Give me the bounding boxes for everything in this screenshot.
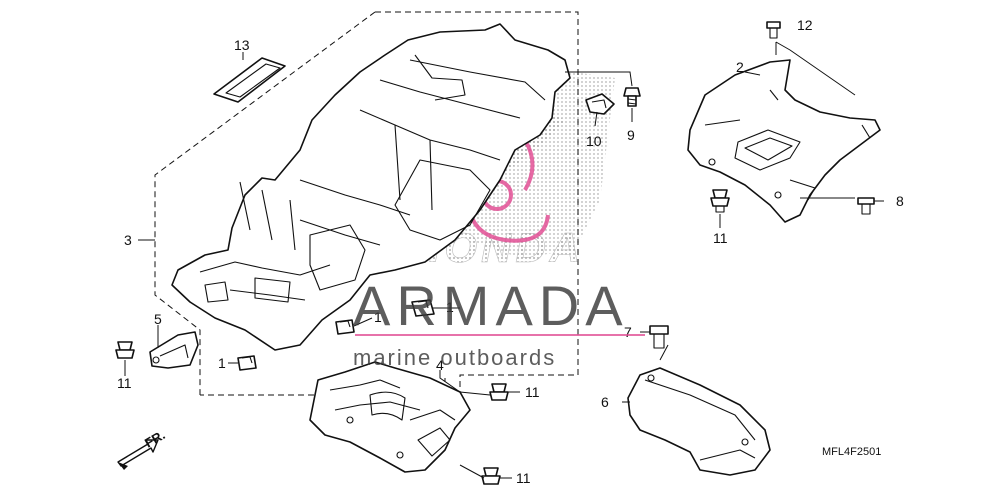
label-10: 10 bbox=[586, 133, 602, 149]
label-11-mid: 11 bbox=[525, 384, 540, 400]
lower-fender-part bbox=[309, 361, 471, 473]
label-13: 13 bbox=[234, 37, 250, 53]
clip-part-11-upper bbox=[710, 189, 730, 213]
label-1a: 1 bbox=[446, 299, 454, 315]
label-1c: 1 bbox=[218, 355, 226, 371]
grommet-part-1a bbox=[411, 299, 435, 317]
grommet-part-1c bbox=[237, 355, 257, 371]
nut-clip-part bbox=[585, 93, 615, 115]
label-11-bottom: 11 bbox=[516, 470, 531, 486]
screw-part-7 bbox=[649, 325, 669, 349]
label-7: 7 bbox=[624, 324, 632, 340]
grommet-part-1b bbox=[335, 319, 355, 335]
part-labels: 13 12 2 10 9 3 8 11 1 1 1 5 11 7 4 11 6 … bbox=[117, 17, 904, 486]
bracket-part-5 bbox=[149, 331, 199, 369]
label-3: 3 bbox=[124, 232, 132, 248]
clip-part-11-mid bbox=[489, 383, 509, 401]
lower-cover-part bbox=[627, 367, 771, 476]
clip-part-11-left bbox=[115, 341, 135, 359]
watermark-tagline: marine outboards bbox=[353, 345, 556, 370]
label-11-upper: 11 bbox=[713, 230, 728, 246]
label-8: 8 bbox=[896, 193, 904, 209]
label-1b: 1 bbox=[374, 309, 382, 325]
front-arrow-icon: FR. bbox=[117, 427, 168, 470]
diagram-code: MFL4F2501 bbox=[822, 446, 881, 458]
armada-watermark: ARMADA marine outboards bbox=[353, 274, 645, 370]
upper-cover-part bbox=[687, 59, 881, 223]
watermark-brand: ARMADA bbox=[353, 274, 629, 337]
bolt-part-8 bbox=[857, 197, 875, 215]
clip-part-11-bottom bbox=[481, 467, 501, 485]
screw-part-12 bbox=[766, 21, 781, 39]
rear-fender-part bbox=[171, 23, 571, 351]
label-2: 2 bbox=[736, 59, 744, 75]
label-12: 12 bbox=[797, 17, 813, 33]
label-4: 4 bbox=[436, 357, 444, 373]
leader-lines bbox=[124, 41, 884, 479]
label-11-left: 11 bbox=[117, 375, 132, 391]
screw-part-9 bbox=[623, 87, 641, 107]
label-5: 5 bbox=[154, 311, 162, 327]
label-6: 6 bbox=[601, 394, 609, 410]
strap-part bbox=[213, 57, 286, 103]
label-9: 9 bbox=[627, 127, 635, 143]
